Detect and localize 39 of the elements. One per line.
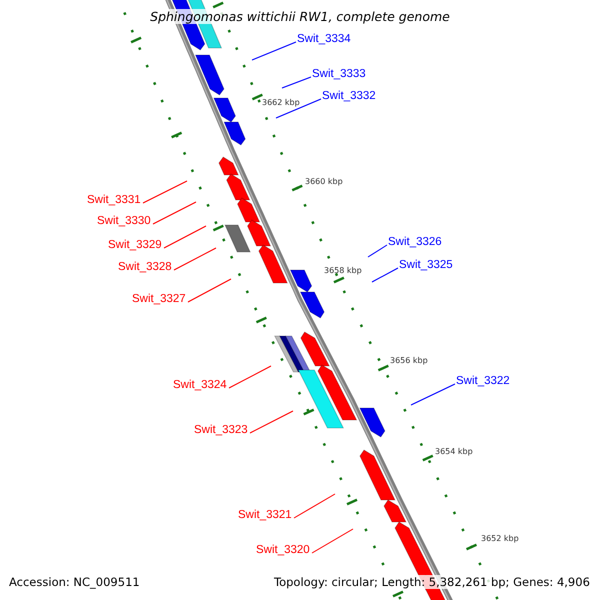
leader-line: [164, 226, 206, 248]
leader-line: [276, 98, 322, 118]
leader-line: [252, 42, 296, 60]
gene-label: Swit_3332: [322, 89, 376, 103]
gene-label: Swit_3331: [87, 193, 141, 207]
leader-line: [228, 366, 272, 388]
footer-text: Accession: NC_009511: [9, 575, 140, 589]
scale-label: 3662 kbp: [262, 98, 300, 108]
gene-label: Swit_3321: [238, 508, 292, 522]
gene-label: Swit_3333: [312, 67, 366, 81]
leader-line: [250, 410, 294, 434]
map-title: Sphingomonas wittichii RW1, complete genome: [150, 9, 450, 24]
leader-line: [174, 248, 216, 270]
leader-line: [142, 180, 188, 204]
leader-line: [152, 202, 196, 224]
scale-label: 3652 kbp: [481, 534, 519, 544]
scale-label: 3656 kbp: [390, 356, 428, 366]
scale-label: 3658 kbp: [324, 266, 362, 276]
gene-label: Swit_3324: [173, 378, 227, 392]
leader-line: [282, 76, 312, 88]
leader-line: [312, 528, 354, 554]
leader-line: [188, 278, 232, 302]
gene-label: Swit_3325: [399, 258, 453, 272]
scale-label: 3660 kbp: [305, 177, 343, 187]
leader-line: [372, 268, 398, 282]
leader-line: [368, 244, 388, 258]
leader-line: [294, 494, 336, 518]
gene-label: Swit_3334: [297, 32, 351, 46]
footer-text: Topology: circular; Length: 5,382,261 bp; Genes: 4,906: [274, 575, 590, 589]
scale-label: 3654 kbp: [435, 447, 473, 457]
gene-label: Swit_3328: [118, 260, 172, 274]
gene-label: Swit_3327: [132, 292, 186, 306]
gene-label: Swit_3329: [108, 238, 162, 252]
gene-label: Swit_3330: [97, 214, 151, 228]
gene-label: Swit_3322: [456, 374, 510, 388]
gene-label: Swit_3323: [194, 423, 248, 437]
leader-line: [410, 384, 456, 406]
gene-label: Swit_3320: [256, 543, 310, 557]
gene-label: Swit_3326: [388, 235, 442, 249]
